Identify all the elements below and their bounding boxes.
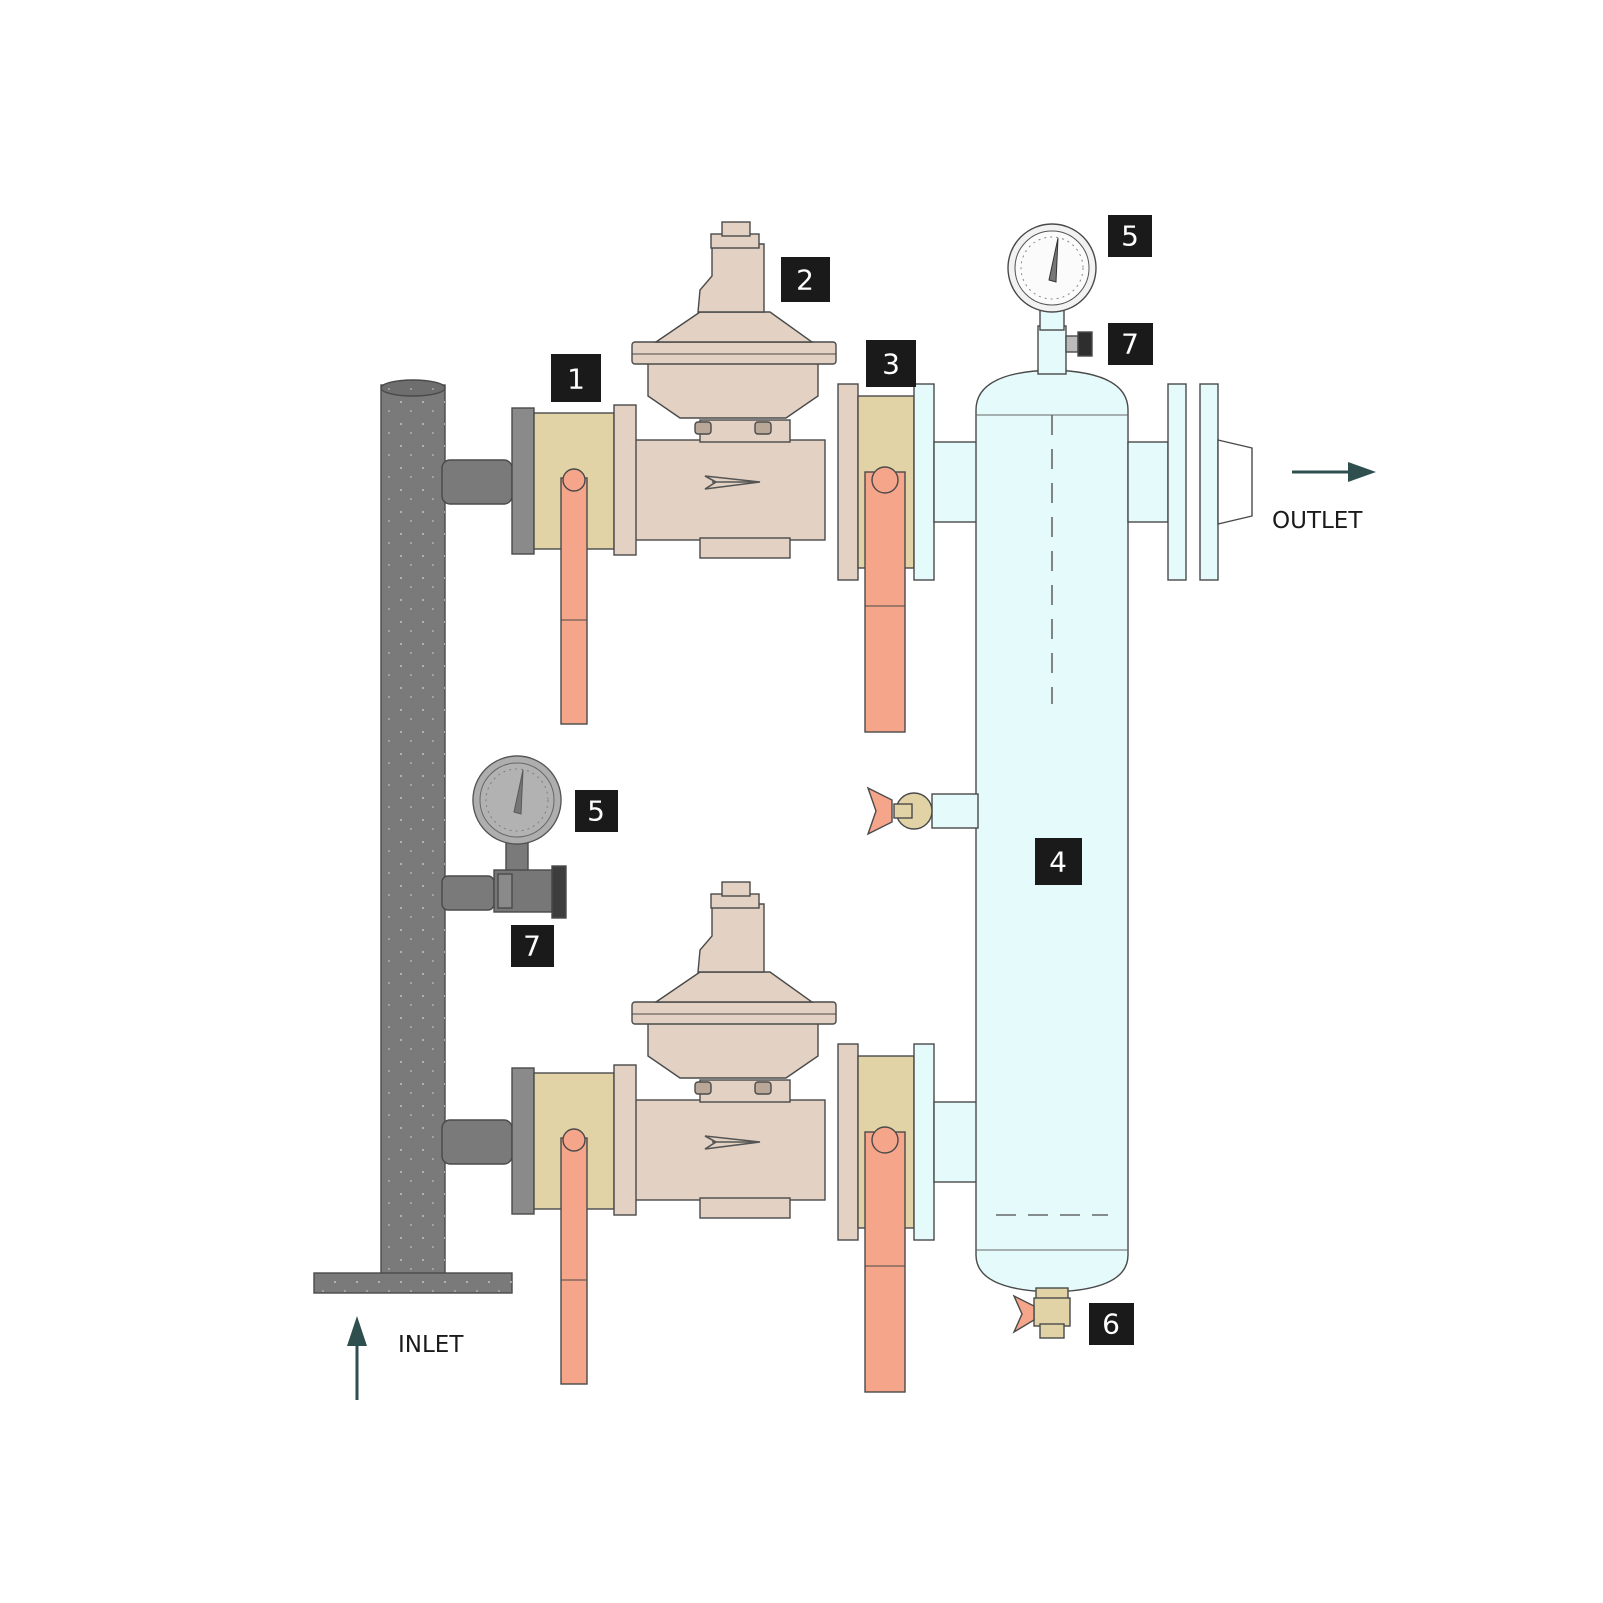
- callout-4-text: 4: [1049, 846, 1067, 879]
- callout-5-top: 5: [1108, 215, 1152, 257]
- inlet-gauge-isolation-valve[interactable]: [493, 865, 567, 919]
- callout-7-left-text: 7: [523, 930, 541, 963]
- vessel-pressure-gauge: [1007, 223, 1097, 331]
- lower-outlet-nozzle: [933, 1101, 979, 1183]
- outlet-label: OUTLET: [1272, 508, 1363, 534]
- drain-valve[interactable]: [1012, 1287, 1071, 1339]
- callout-4: 4: [1035, 838, 1082, 885]
- vent-valve[interactable]: [866, 786, 933, 836]
- separator-vessel: [931, 325, 1253, 1293]
- callout-2-text: 2: [796, 264, 814, 297]
- callout-2: 2: [781, 257, 830, 302]
- callout-5-left: 5: [575, 790, 618, 832]
- callout-3-text: 3: [882, 348, 900, 381]
- inlet-pressure-gauge: [472, 755, 562, 879]
- callout-7-top-text: 7: [1121, 328, 1139, 361]
- inlet-header-pipe: [313, 379, 513, 1294]
- regulator-run-lower: [511, 881, 935, 1393]
- inlet-flow-arrow: [347, 1316, 367, 1400]
- upper-outlet-nozzle: [933, 441, 979, 523]
- callout-6: 6: [1089, 1303, 1134, 1345]
- callout-7-left: 7: [511, 925, 554, 967]
- inlet-label: INLET: [398, 1332, 464, 1358]
- callout-1: 1: [551, 354, 601, 402]
- callout-6-text: 6: [1102, 1308, 1120, 1341]
- callout-5-top-text: 5: [1121, 220, 1139, 253]
- outlet-flow-arrow: [1292, 462, 1376, 482]
- callout-7-top: 7: [1108, 323, 1153, 365]
- callout-3: 3: [866, 340, 916, 387]
- vessel-gauge-isolation-valve[interactable]: [1065, 331, 1093, 357]
- callout-1-text: 1: [567, 363, 585, 396]
- callout-5-left-text: 5: [587, 795, 605, 828]
- regulator-run-upper: [511, 221, 935, 733]
